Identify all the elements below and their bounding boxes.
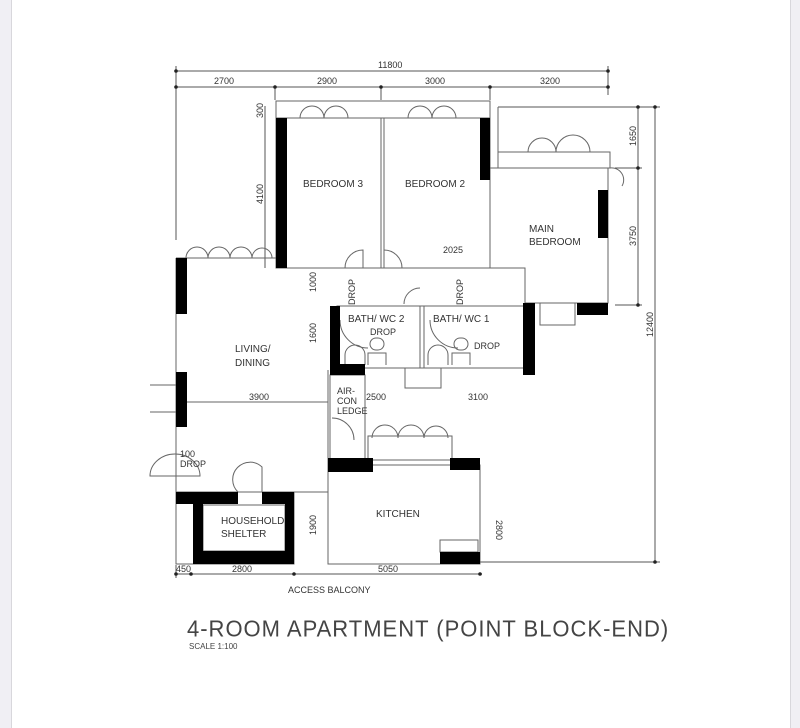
dim-top-2: 2900 bbox=[317, 76, 337, 86]
room-label-bedroom3: BEDROOM 3 bbox=[303, 179, 363, 190]
room-label-living-2: DINING bbox=[235, 358, 270, 369]
dim-top-1: 2700 bbox=[214, 76, 234, 86]
room-label-main-bedroom-2: BEDROOM bbox=[529, 237, 581, 248]
dim-right-3750: 3750 bbox=[628, 226, 638, 246]
room-label-main-bedroom-1: MAIN bbox=[529, 224, 554, 235]
room-label-aircon-2: CON bbox=[337, 396, 357, 406]
room-label-bath1: BATH/ WC 1 bbox=[433, 314, 490, 325]
dim-bottom-2800: 2800 bbox=[232, 564, 252, 574]
dim-hall-1000: 1000 bbox=[308, 272, 318, 292]
dim-mid-3100: 3100 bbox=[468, 392, 488, 402]
dim-living-3900: 3900 bbox=[249, 392, 269, 402]
annotation-100: 100 bbox=[180, 449, 195, 459]
dim-right-12400: 12400 bbox=[645, 312, 655, 337]
document-page bbox=[11, 0, 791, 728]
room-label-living-1: LIVING/ bbox=[235, 344, 271, 355]
annotation-drop: DROP bbox=[474, 341, 500, 351]
annotation-drop: DROP bbox=[455, 279, 465, 305]
dim-right-1650: 1650 bbox=[628, 126, 638, 146]
dim-left-4100: 4100 bbox=[255, 184, 265, 204]
dim-left-300: 300 bbox=[255, 103, 265, 118]
drawing-title: 4-ROOM APARTMENT (POINT BLOCK-END) bbox=[187, 615, 670, 642]
room-label-aircon-1: AIR- bbox=[337, 386, 355, 396]
dim-mid-2500: 2500 bbox=[366, 392, 386, 402]
room-label-shelter-1: HOUSEHOLD bbox=[221, 516, 284, 527]
room-label-bath2: BATH/ WC 2 bbox=[348, 314, 405, 325]
dim-top-4: 3200 bbox=[540, 76, 560, 86]
dim-kitchen-1900: 1900 bbox=[308, 515, 318, 535]
dim-bottom-5050: 5050 bbox=[378, 564, 398, 574]
annotation-drop: DROP bbox=[347, 279, 357, 305]
dim-bottom-450: 450 bbox=[176, 564, 191, 574]
dim-bed2-2025: 2025 bbox=[443, 245, 463, 255]
annotation-drop: DROP bbox=[370, 327, 396, 337]
room-label-kitchen: KITCHEN bbox=[376, 509, 420, 520]
drawing-scale: SCALE 1:100 bbox=[189, 642, 238, 651]
annotation-drop: DROP bbox=[180, 459, 206, 469]
dim-bath-1600: 1600 bbox=[308, 323, 318, 343]
dim-overall-width: 11800 bbox=[378, 60, 402, 70]
label-access-balcony: ACCESS BALCONY bbox=[288, 585, 371, 595]
room-label-aircon-3: LEDGE bbox=[337, 406, 368, 416]
room-label-shelter-2: SHELTER bbox=[221, 529, 266, 540]
dim-kitchen-2800: 2800 bbox=[494, 520, 504, 540]
room-label-bedroom2: BEDROOM 2 bbox=[405, 179, 465, 190]
dim-top-3: 3000 bbox=[425, 76, 445, 86]
